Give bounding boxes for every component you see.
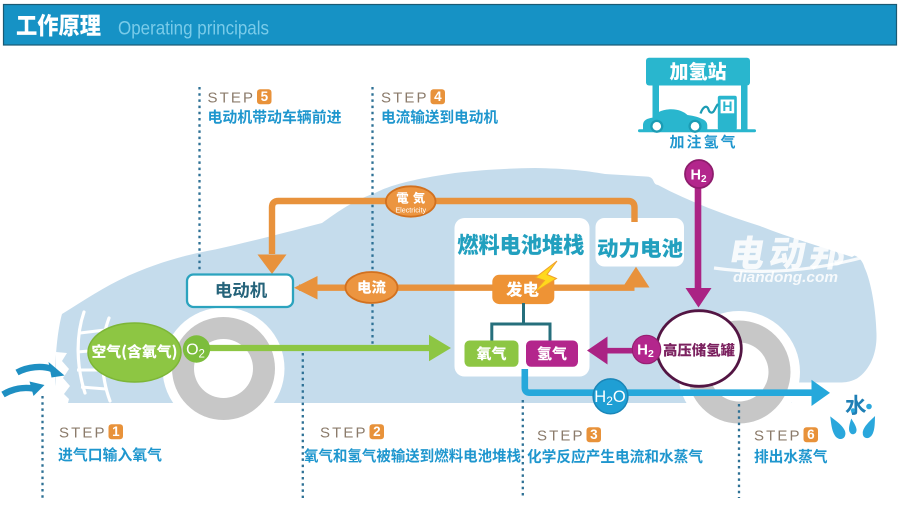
svg-text:Electricity: Electricity bbox=[395, 206, 426, 215]
svg-text:H2O: H2O bbox=[594, 388, 626, 408]
svg-text:STEP: STEP bbox=[754, 428, 800, 445]
svg-text:STEP: STEP bbox=[208, 90, 254, 107]
svg-text:H: H bbox=[722, 98, 732, 114]
svg-text:STEP: STEP bbox=[320, 425, 366, 442]
svg-text:1: 1 bbox=[112, 424, 120, 439]
svg-text:4: 4 bbox=[434, 89, 442, 104]
svg-text:6: 6 bbox=[807, 427, 815, 442]
svg-text:STEP: STEP bbox=[537, 428, 583, 445]
svg-text:2: 2 bbox=[373, 424, 381, 439]
svg-text:Operating principals: Operating principals bbox=[118, 18, 269, 40]
svg-text:3: 3 bbox=[590, 427, 598, 442]
svg-text:5: 5 bbox=[261, 89, 269, 104]
svg-text:STEP: STEP bbox=[59, 425, 105, 442]
svg-text:STEP: STEP bbox=[381, 90, 427, 107]
svg-text:diandong.com: diandong.com bbox=[733, 269, 838, 286]
